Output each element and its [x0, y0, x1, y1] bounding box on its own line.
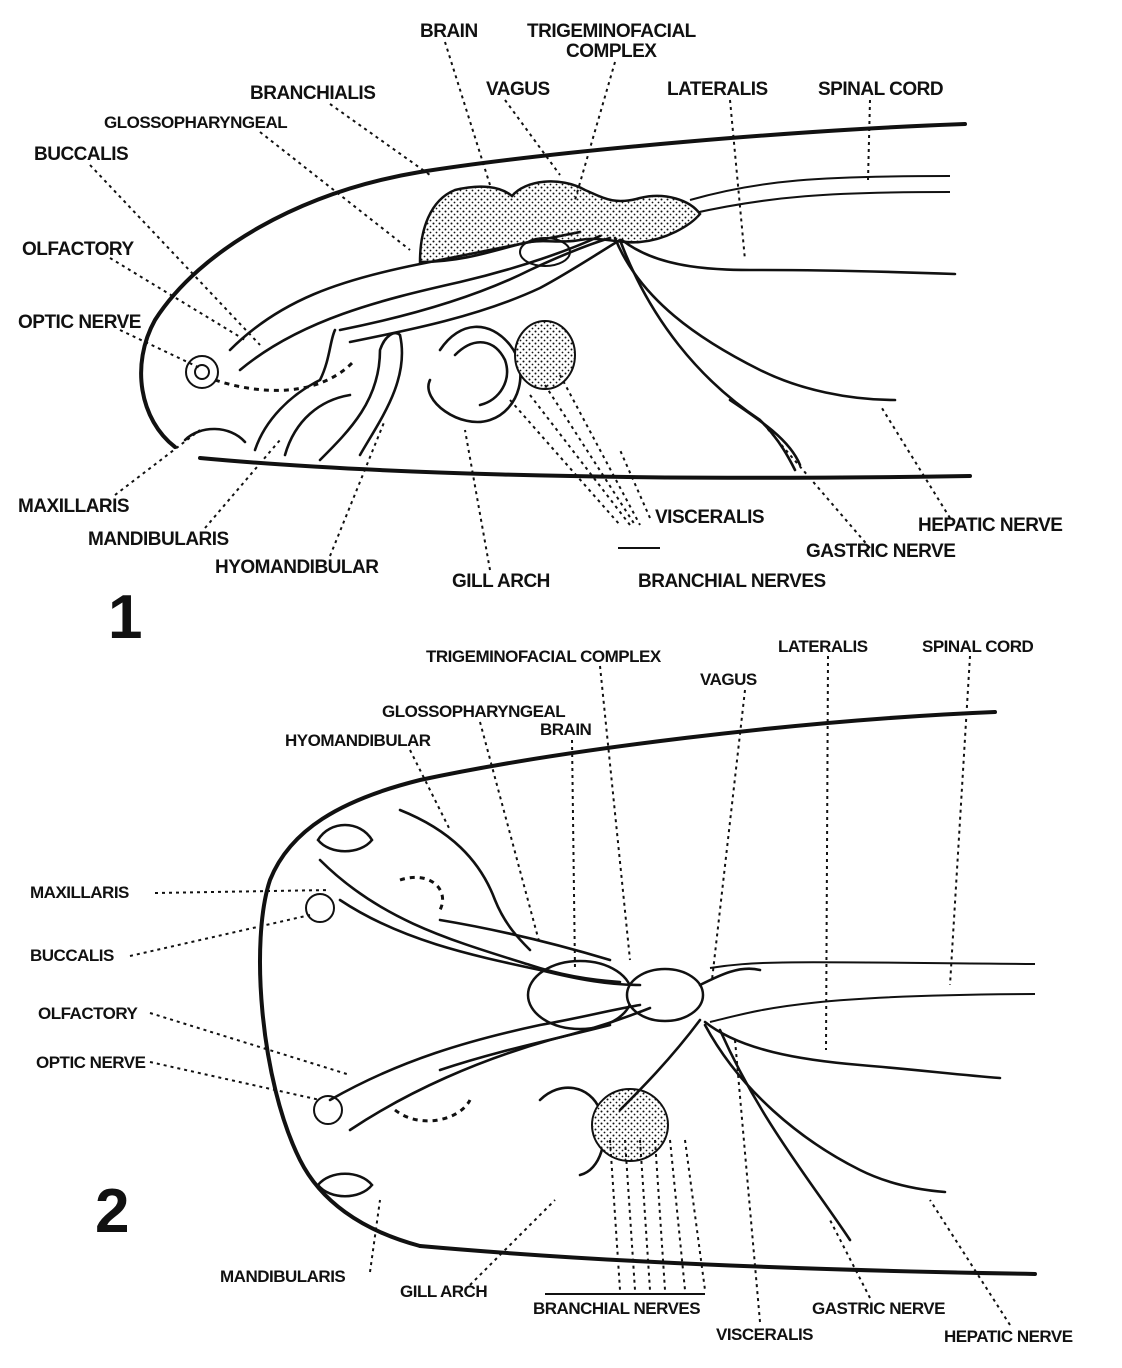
label-gastric-nerve-2: GASTRIC NERVE: [812, 1299, 945, 1318]
head-outline-1: [139, 122, 967, 449]
label-mandibularis-1: MANDIBULARIS: [88, 529, 229, 550]
nerve-bundle-1b: [238, 234, 602, 372]
label-olfactory-1: OLFACTORY: [22, 239, 134, 260]
vagus-branches-1: [613, 236, 897, 402]
vagus-branches-1b: [618, 238, 797, 472]
label-vagus-2: VAGUS: [700, 670, 757, 689]
figure-2-labels: TRIGEMINOFACIAL COMPLEX LATERALIS SPINAL…: [30, 637, 1073, 1346]
label-spinal-cord-2: SPINAL CORD: [922, 637, 1034, 656]
brain-1: [418, 180, 702, 264]
label-optic-nerve-1: OPTIC NERVE: [18, 312, 141, 333]
label-maxillaris-1: MAXILLARIS: [18, 496, 129, 517]
gastric-branch-1: [728, 398, 802, 467]
optic-path-1: [214, 358, 357, 392]
jaw-nerves-1: [253, 328, 337, 452]
label-trigeminofacial-2: TRIGEMINOFACIAL COMPLEX: [426, 647, 662, 666]
nerve-bundle-2c: [438, 918, 612, 962]
figure-1: [139, 122, 972, 480]
label-lateralis-2: LATERALIS: [778, 637, 868, 656]
lateralis-2: [703, 1020, 1002, 1080]
eye-2-bottom: [313, 1095, 343, 1125]
label-visceralis-1: VISCERALIS: [655, 507, 764, 528]
label-gill-arch-1: GILL ARCH: [452, 571, 550, 592]
eye-1: [185, 355, 219, 389]
label-brain-1: BRAIN: [420, 21, 478, 42]
eye-1-inner: [194, 364, 210, 380]
figure-2-leaders: [129, 655, 1011, 1326]
spinal-cord-2b: [709, 993, 1036, 1023]
label-brain-2: BRAIN: [540, 720, 592, 739]
gastric-branch-2: [718, 1028, 852, 1242]
label-glossopharyngeal-2: GLOSSOPHARYNGEAL: [382, 702, 565, 721]
lower-outline-2: [418, 1244, 1037, 1276]
label-hyomandibular-1: HYOMANDIBULAR: [215, 557, 379, 578]
nerve-bundle-1a: [228, 230, 582, 352]
gill-arches-1: [427, 325, 522, 424]
gill-cluster-2: [591, 1088, 669, 1162]
jaw-nerves-1b: [283, 393, 352, 457]
label-visceralis-2: VISCERALIS: [716, 1325, 813, 1344]
brain-2b: [625, 967, 705, 1023]
nerve-bundle-2e: [328, 1003, 642, 1102]
lateralis-1: [620, 238, 957, 276]
label-glossopharyngeal-1: GLOSSOPHARYNGEAL: [104, 113, 287, 132]
figure-number-2: 2: [95, 1177, 129, 1246]
nostril-2-bottom: [316, 1172, 374, 1198]
eye-2-top: [305, 893, 335, 923]
label-gill-arch-2: GILL ARCH: [400, 1282, 487, 1301]
label-optic-nerve-2: OPTIC NERVE: [36, 1053, 146, 1072]
label-trigeminofacial-1b: COMPLEX: [566, 41, 657, 62]
ganglion-1: [519, 237, 571, 267]
spinal-cord-1: [689, 175, 951, 201]
label-vagus-1: VAGUS: [486, 79, 550, 100]
nerve-bundle-2a: [318, 858, 622, 984]
nerve-bundle-2b: [338, 898, 642, 987]
label-hyomandibular-2: HYOMANDIBULAR: [285, 731, 431, 750]
nerve-bundle-2d: [398, 808, 532, 952]
label-branchial-nerves-1: BRANCHIAL NERVES: [638, 571, 826, 592]
gill-cluster-1: [514, 320, 576, 390]
label-lateralis-1: LATERALIS: [667, 79, 768, 100]
nostril-2-top: [316, 823, 374, 853]
nerve-bundle-1c: [338, 236, 612, 332]
gill-arches-1b: [453, 340, 509, 407]
label-mandibularis-2: MANDIBULARIS: [220, 1267, 345, 1286]
label-spinal-cord-1: SPINAL CORD: [818, 79, 943, 100]
label-branchial-nerves-2: BRANCHIAL NERVES: [533, 1299, 700, 1318]
optic-path-2b: [394, 1099, 472, 1123]
label-trigeminofacial-1a: TRIGEMINOFACIAL: [527, 21, 697, 42]
figure-number-1: 1: [108, 583, 142, 652]
label-olfactory-2: OLFACTORY: [38, 1004, 139, 1023]
figure-1-labels: BRAIN TRIGEMINOFACIAL COMPLEX BRANCHIALI…: [18, 21, 1063, 652]
vagus-root-2: [618, 1018, 702, 1112]
jaw-outline-1: [198, 456, 972, 480]
nerve-bundle-2g: [438, 1023, 612, 1072]
figure-2: [258, 710, 1037, 1276]
head-outline-2: [258, 710, 997, 1248]
spinal-cord-1b: [689, 191, 951, 215]
label-buccalis-2: BUCCALIS: [30, 946, 114, 965]
label-gastric-nerve-1: GASTRIC NERVE: [806, 541, 955, 562]
label-maxillaris-2: MAXILLARIS: [30, 883, 129, 902]
figure-1-leaders: [89, 41, 951, 571]
brain-2c: [698, 967, 762, 987]
label-buccalis-1: BUCCALIS: [34, 144, 128, 165]
vagus-branches-2: [703, 1023, 947, 1194]
label-hepatic-nerve-2: HEPATIC NERVE: [944, 1327, 1073, 1346]
mouth-1: [183, 427, 247, 444]
label-branchialis-1: BRANCHIALIS: [250, 83, 375, 104]
label-hepatic-nerve-1: HEPATIC NERVE: [918, 515, 1062, 536]
spinal-cord-2: [709, 961, 1036, 969]
hyomandibular-loop-1: [318, 331, 404, 462]
optic-path-2a: [399, 875, 445, 911]
